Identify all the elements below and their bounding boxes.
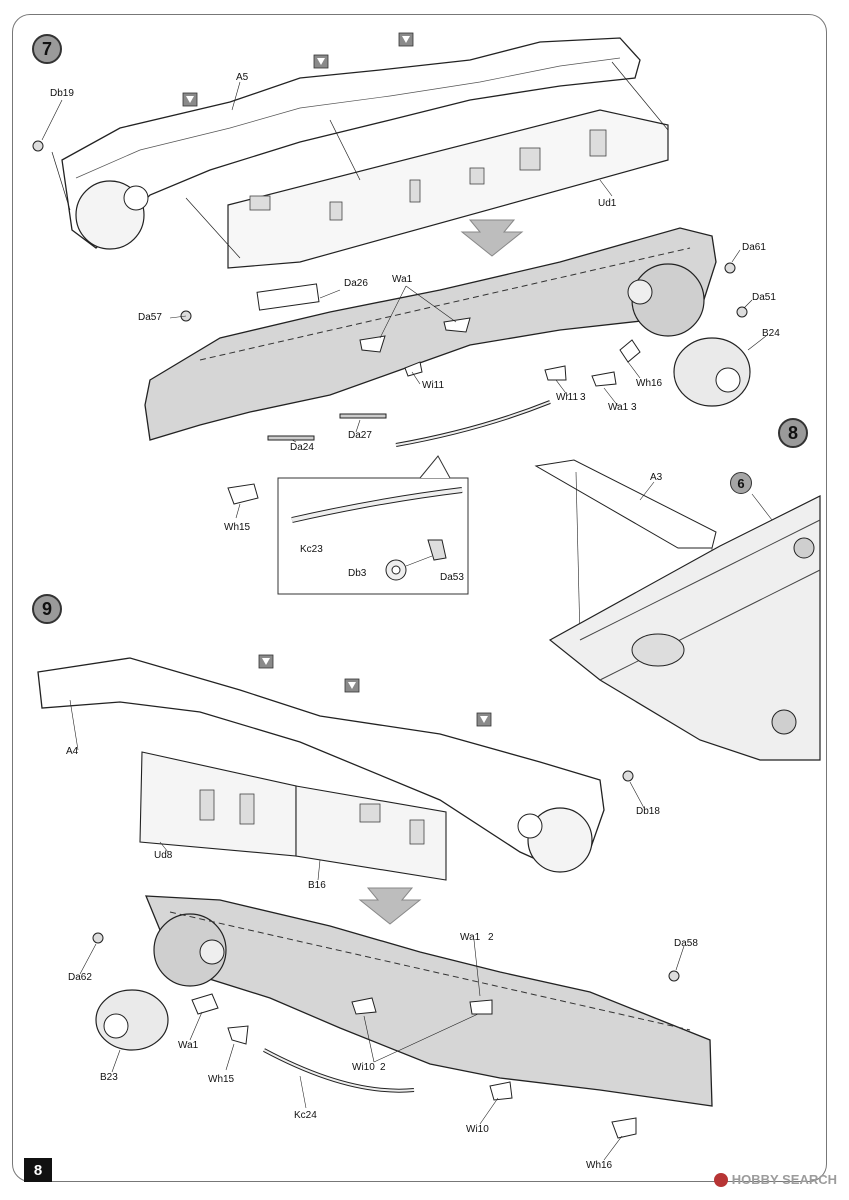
label-wa1-9: Wa1 — [178, 1040, 199, 1051]
label-wh15: Wh15 — [224, 522, 251, 533]
label-b23: B23 — [100, 1072, 118, 1083]
part-ud8 — [139, 751, 297, 857]
label-wh15-9: Wh15 — [208, 1074, 235, 1085]
label-da26: Da26 — [344, 278, 368, 289]
label-b24: B24 — [762, 328, 780, 339]
label-da61: Da61 — [742, 242, 766, 253]
label-wa1-x3: Wa1 — [608, 402, 629, 413]
hull-chassis — [548, 495, 821, 761]
label-a3: A3 — [650, 472, 663, 483]
label-wi11-x3: Wi11 — [556, 392, 578, 403]
label-wa1-x2: Wa1 — [460, 932, 481, 943]
watermark-text: HOBBY SEARCH — [731, 1172, 837, 1187]
label-a4: A4 — [66, 746, 79, 757]
label-wi10: Wi10 — [466, 1124, 489, 1135]
label-kc24: Kc24 — [294, 1110, 317, 1121]
part-b24 — [673, 337, 751, 407]
step-7-badge: 7 — [32, 34, 62, 64]
step-9-badge: 9 — [32, 594, 62, 624]
label-wi10-x2: Wi10 — [352, 1062, 375, 1073]
detail-callout-kc23 — [277, 477, 469, 595]
label-a5: A5 — [236, 72, 249, 83]
multiplier-wa1-9: 2 — [488, 932, 494, 943]
page-number: 8 — [24, 1158, 52, 1182]
label-da27: Da27 — [348, 430, 372, 441]
step-8-substep-badge: 6 — [730, 472, 752, 494]
step-8-badge: 8 — [778, 418, 808, 448]
part-lower-hull-right — [145, 895, 713, 1107]
step7-artwork: Db19 A5 Ud1 Da61 Da51 B24 Da26 Wa1 Da57 … — [32, 32, 780, 595]
step8-artwork: A3 — [534, 459, 821, 761]
step9-artwork: A4 Ud8 B16 Db18 Wa1 2 Da58 Da62 Wa1 B23 … — [37, 654, 713, 1171]
label-wa1: Wa1 — [392, 274, 413, 285]
label-da62: Da62 — [68, 972, 92, 983]
label-kc23: Kc23 — [300, 544, 323, 555]
label-da24: Da24 — [290, 442, 314, 453]
label-da58: Da58 — [674, 938, 698, 949]
label-wh16-9: Wh16 — [586, 1160, 613, 1171]
part-a3 — [534, 459, 717, 549]
label-b16: B16 — [308, 880, 326, 891]
label-da57: Da57 — [138, 312, 162, 323]
label-db3: Db3 — [348, 568, 367, 579]
label-da53: Da53 — [440, 572, 464, 583]
multiplier-wi10: 2 — [380, 1062, 386, 1073]
label-db18: Db18 — [636, 806, 660, 817]
label-da51: Da51 — [752, 292, 776, 303]
multiplier-wa1: 3 — [631, 402, 637, 413]
label-wh16: Wh16 — [636, 378, 663, 389]
label-wi11: Wi11 — [422, 380, 444, 391]
hobby-search-logo-icon — [713, 1172, 728, 1187]
part-b16 — [295, 785, 447, 881]
label-ud1: Ud1 — [598, 198, 617, 209]
label-db19: Db19 — [50, 88, 74, 99]
watermark: HOBBY SEARCH — [713, 1172, 837, 1187]
multiplier-wi11: 3 — [580, 392, 586, 403]
label-ud8: Ud8 — [154, 850, 173, 861]
